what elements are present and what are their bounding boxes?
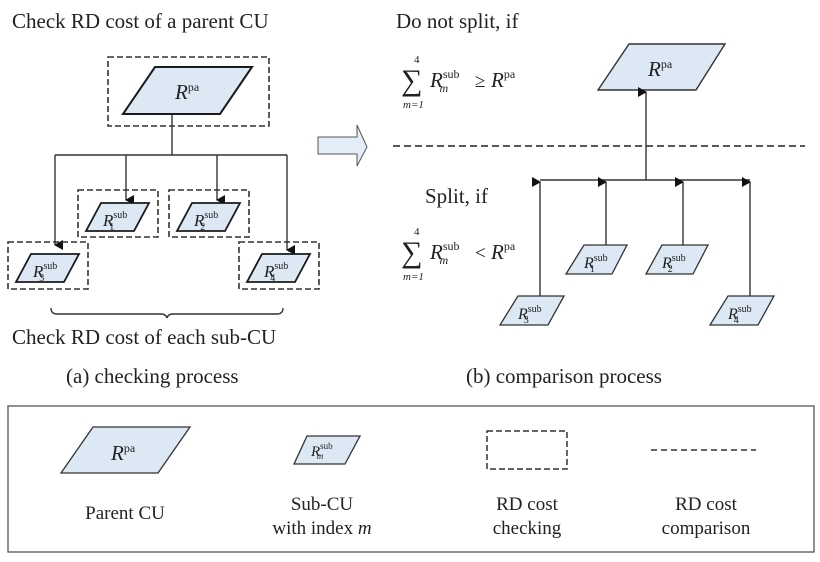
sub2-check-box xyxy=(168,189,250,238)
transition-arrow-icon xyxy=(317,124,368,167)
parent-cu-shape xyxy=(121,66,254,115)
formula-rhs: Rpa xyxy=(490,239,516,264)
panel-b-caption: (b) comparison process xyxy=(466,364,662,388)
parent-cu-shape-b xyxy=(596,43,727,91)
legend-parent-cu-icon xyxy=(59,426,192,474)
sub-cu-2-shape-b xyxy=(644,244,710,275)
legend-comparison-label-line1: RD cost xyxy=(675,494,737,515)
sum-upper-limit: 4 xyxy=(414,54,420,66)
sigma-symbol: ∑ xyxy=(401,236,422,269)
parent-cu-label-b: Rpa xyxy=(647,57,673,81)
panel-a-caption: (a) checking process xyxy=(66,364,239,388)
sub1-check-box xyxy=(77,189,159,238)
sub-cu-1-shape xyxy=(84,202,151,232)
sigma-symbol: ∑ xyxy=(401,64,422,97)
legend-dashed-box-icon xyxy=(486,430,568,470)
legend-sub-cu-label-line2: with index m xyxy=(272,518,371,539)
curly-brace xyxy=(50,307,284,319)
sum-lower-limit: m=1 xyxy=(403,271,424,283)
legend-comparison-label-line2: comparison xyxy=(662,518,751,539)
legend-parent-shape-text: Rpa xyxy=(110,441,136,465)
formula-operator: ≥ xyxy=(475,71,485,92)
sub-cu-3-shape xyxy=(14,253,81,283)
no-split-label: Do not split, if xyxy=(396,9,519,33)
legend-sub-cu-icon xyxy=(292,435,362,465)
sub4-check-box xyxy=(238,241,320,290)
legend-parent-cu-label: Parent CU xyxy=(85,503,165,524)
split-label: Split, if xyxy=(425,184,488,208)
sub-cu-3-shape-b xyxy=(498,295,566,326)
sub3-check-box xyxy=(7,241,89,290)
sub-cu-2-shape xyxy=(175,202,242,232)
sub-cu-4-shape xyxy=(245,253,312,283)
legend-sub-cu-label-line1: Sub-CU xyxy=(291,494,354,515)
sub-cu-4-shape-b xyxy=(708,295,776,326)
sum-upper-limit: 4 xyxy=(414,226,420,238)
panel-a-top-label: Check RD cost of a parent CU xyxy=(12,9,269,33)
sum-lower-limit: m=1 xyxy=(403,99,424,111)
parent-cu-label: Rpa xyxy=(174,80,200,104)
parent-check-box xyxy=(107,56,270,127)
panel-a-bottom-label: Check RD cost of each sub-CU xyxy=(12,325,276,349)
formula-operator: < xyxy=(475,243,486,264)
formula-rhs: Rpa xyxy=(490,67,516,92)
legend-checking-label-line1: RD cost xyxy=(496,494,558,515)
sub-cu-1-shape-b xyxy=(564,244,629,275)
legend-checking-label-line2: checking xyxy=(493,518,562,539)
